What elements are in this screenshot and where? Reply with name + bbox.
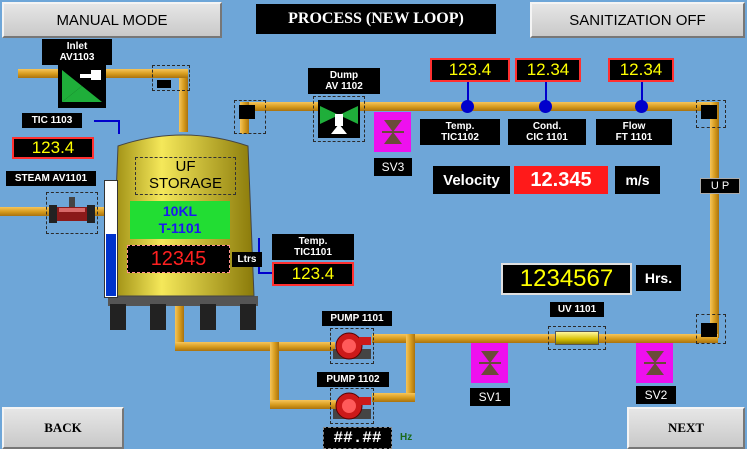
pump-1102[interactable] [330,388,374,424]
solenoid-valve-icon [643,351,666,375]
uv-lamp-uv1101[interactable] [548,326,606,350]
elbow-tank-return [234,100,266,134]
tank-level-value: 12345 [127,245,230,273]
tank-level-unit: Ltrs [232,252,262,267]
sv3-valve[interactable] [374,112,411,152]
sensor-dot-tic1102 [461,100,474,113]
tic1103-label: TIC 1103 [22,113,82,128]
inlet-valve-av1103[interactable] [58,64,106,108]
sensor-dot-ft1101 [635,100,648,113]
pump2-discharge-pipe [372,393,415,402]
sv1-label: SV1 [470,388,510,406]
top-loop-pipe [240,102,718,111]
sensor-dot-cic1101 [539,100,552,113]
steam-valve-av1101[interactable] [46,192,98,234]
pump2-suction-pipe [270,400,336,409]
sv2-label: SV2 [636,386,676,404]
signal-line-tic1102 [467,80,469,106]
signal-line-tic1103-v [118,120,120,134]
ft1101-value: 12.34 [608,58,674,82]
solenoid-valve-icon [381,120,404,144]
elbow-top-right [696,100,726,128]
cic1101-label: Cond.CIC 1101 [508,119,586,145]
next-button[interactable]: NEXT [627,407,745,449]
signal-line-tic1101-h [258,272,272,274]
frequency-unit: Hz [400,432,413,443]
right-loop-pipe [710,102,719,338]
pump-1101[interactable] [330,328,374,364]
tank-level-gauge [104,180,118,298]
signal-line-tic1103 [94,120,120,122]
sv3-label: SV3 [374,158,412,176]
page-title: PROCESS (NEW LOOP) [256,4,496,34]
pump-suction-pipe [175,342,335,351]
tank-outlet-pipe [175,300,184,350]
pump2-label: PUMP 1102 [317,372,389,387]
uv-hours-value: 1234567 [501,263,632,295]
signal-line-cic1101 [545,80,547,106]
velocity-unit: m/s [615,166,660,194]
steam-valve-icon [49,197,95,223]
uv-label: UV 1101 [550,302,604,317]
back-button[interactable]: BACK [2,407,124,449]
dump-valve-av1102[interactable] [313,96,365,142]
pump2-discharge-riser [406,334,415,400]
velocity-label: Velocity [433,166,510,194]
cic1101-value: 12.34 [515,58,581,82]
valve-icon [62,70,102,102]
sv1-valve[interactable] [471,343,508,383]
elbow-bottom-right [696,314,726,344]
manual-mode-button[interactable]: MANUAL MODE [2,2,222,38]
signal-line-ft1101 [641,80,643,106]
tic1102-value: 123.4 [430,58,510,82]
frequency-value: ##.## [323,427,392,449]
steam-valve-label: STEAM AV1101 [6,171,96,186]
elbow-inlet [152,65,190,91]
tic1101-value: 123.4 [272,262,354,286]
sv2-valve[interactable] [636,343,673,383]
inlet-pipe-vertical [179,74,188,132]
pump2-bypass-left [270,342,279,408]
pump-discharge-pipe [372,334,718,343]
up-tag: U P [700,178,740,194]
pump-icon [333,332,371,360]
pump1-label: PUMP 1101 [322,311,392,326]
uv-hours-unit: Hrs. [636,265,681,291]
velocity-value: 12.345 [514,166,608,194]
tank-level-fill [106,234,116,296]
tic1103-value: 123.4 [12,137,94,159]
sanitization-toggle-button[interactable]: SANITIZATION OFF [530,2,745,38]
tic1102-label: Temp.TIC1102 [420,119,500,145]
dump-valve-icon [320,106,358,134]
tic1101-label: Temp.TIC1101 [272,234,354,260]
solenoid-valve-icon [478,351,501,375]
pump-icon [333,392,371,420]
